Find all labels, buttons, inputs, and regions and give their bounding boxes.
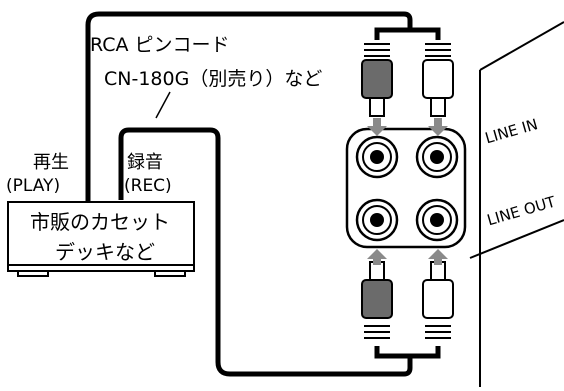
cable-label-line1: RCA ピンコード	[90, 34, 230, 56]
jack-line-in-left	[355, 135, 399, 179]
plug-bottom-right	[422, 261, 454, 339]
arrow-up-left	[367, 249, 387, 265]
jack-line-in-right	[415, 135, 459, 179]
deck-name-line1: 市販のカセット	[30, 210, 170, 234]
jack-line-out-left	[355, 198, 399, 242]
arrow-down-right	[428, 118, 448, 136]
rec-label: 録音	[127, 152, 163, 173]
arrow-down-left	[367, 118, 387, 136]
plug-top-right	[422, 43, 454, 117]
play-label: 再生	[33, 152, 69, 173]
rec-label-en: (REC)	[124, 176, 172, 196]
arrow-up-right	[428, 249, 448, 265]
cable-label-leader	[155, 91, 171, 119]
plug-top-left	[361, 43, 393, 117]
cable-label-line2: CN-180G（別売り）など	[104, 68, 323, 90]
plug-bottom-left	[361, 261, 393, 339]
deck-name-line2: デッキなど	[55, 240, 155, 264]
cable-line-out	[118, 127, 441, 377]
play-label-en: (PLAY)	[6, 176, 61, 196]
cassette-deck	[7, 201, 195, 277]
jack-line-out-right	[415, 198, 459, 242]
unit-side-panel	[469, 21, 564, 387]
